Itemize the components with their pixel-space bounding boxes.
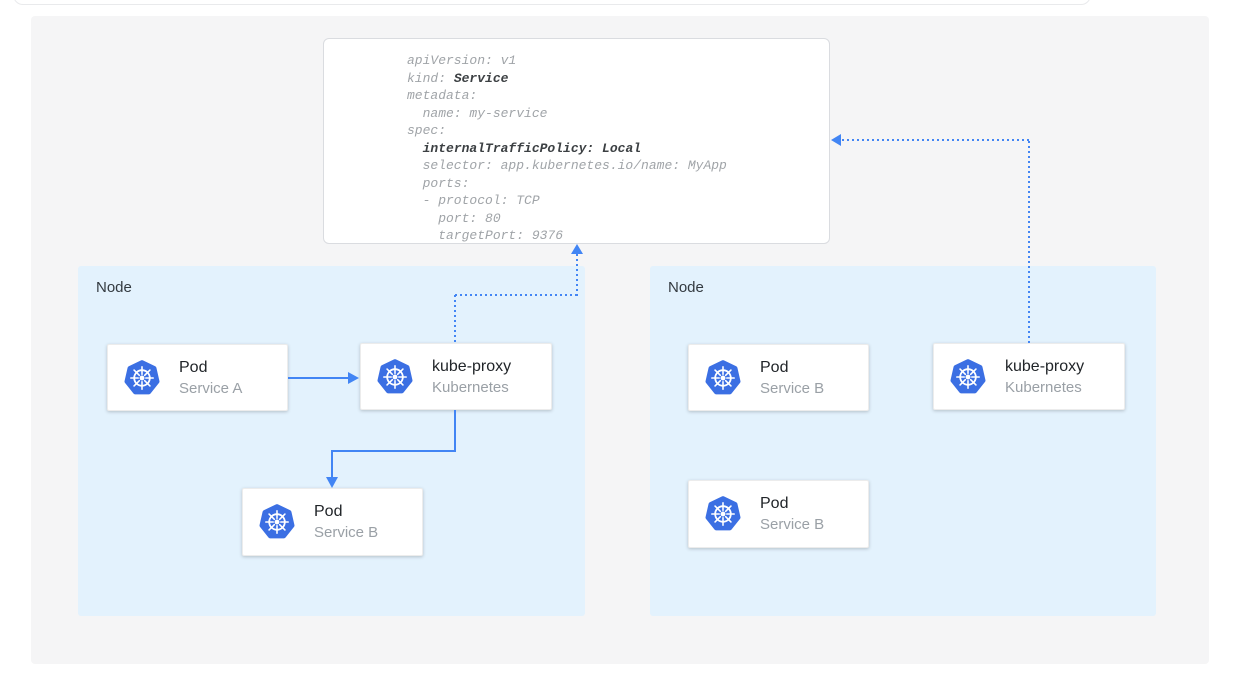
kubernetes-icon <box>703 359 743 397</box>
kubernetes-icon <box>703 495 743 533</box>
arrow-segment <box>576 254 578 296</box>
card-title: Pod <box>179 358 208 376</box>
card-pod-service-b-node-2-bottom: Pod Service B <box>688 480 869 548</box>
kubernetes-icon <box>375 358 415 396</box>
arrow-segment <box>454 410 456 451</box>
card-subtitle: Kubernetes <box>1005 378 1082 396</box>
arrowhead-right-icon <box>348 372 359 384</box>
card-title: Pod <box>760 358 789 376</box>
card-subtitle: Service B <box>314 524 379 541</box>
node-label: Node <box>668 279 704 296</box>
card-subtitle: Service A <box>179 379 243 397</box>
kubernetes-icon <box>257 503 297 541</box>
card-subtitle: Kubernetes <box>432 378 509 396</box>
card-kube-proxy-node-1: kube-proxy Kubernetes <box>360 343 552 410</box>
card-pod-service-b-node-1: Pod Service B <box>242 488 423 556</box>
node-label: Node <box>96 279 132 296</box>
node-box-left: Node Pod Service A kube-proxy Kubernetes <box>78 266 585 616</box>
card-title: kube-proxy <box>1005 357 1085 375</box>
card-title: kube-proxy <box>432 357 512 375</box>
window-bottom-edge <box>13 0 1091 5</box>
arrow-segment <box>331 450 456 452</box>
kubernetes-icon <box>122 359 162 397</box>
arrow-segment <box>455 294 578 296</box>
arrowhead-left-icon <box>831 134 841 146</box>
card-title: Pod <box>760 495 789 512</box>
card-subtitle: Service B <box>760 516 825 533</box>
card-kube-proxy-node-2: kube-proxy Kubernetes <box>933 343 1125 410</box>
card-pod-service-b-node-2-top: Pod Service B <box>688 344 869 411</box>
arrowhead-down-icon <box>326 477 338 488</box>
node-box-right: Node Pod Service B kube-proxy Kubernetes <box>650 266 1156 616</box>
kubernetes-icon <box>948 358 988 396</box>
arrow-segment <box>842 139 1029 141</box>
arrow-segment <box>454 295 456 344</box>
arrow-segment <box>331 450 333 478</box>
arrow-segment <box>1028 141 1030 343</box>
card-pod-service-a: Pod Service A <box>107 344 288 411</box>
card-title: Pod <box>314 503 343 520</box>
card-subtitle: Service B <box>760 379 825 397</box>
arrowhead-up-icon <box>571 244 583 254</box>
arrow-segment <box>288 377 348 379</box>
